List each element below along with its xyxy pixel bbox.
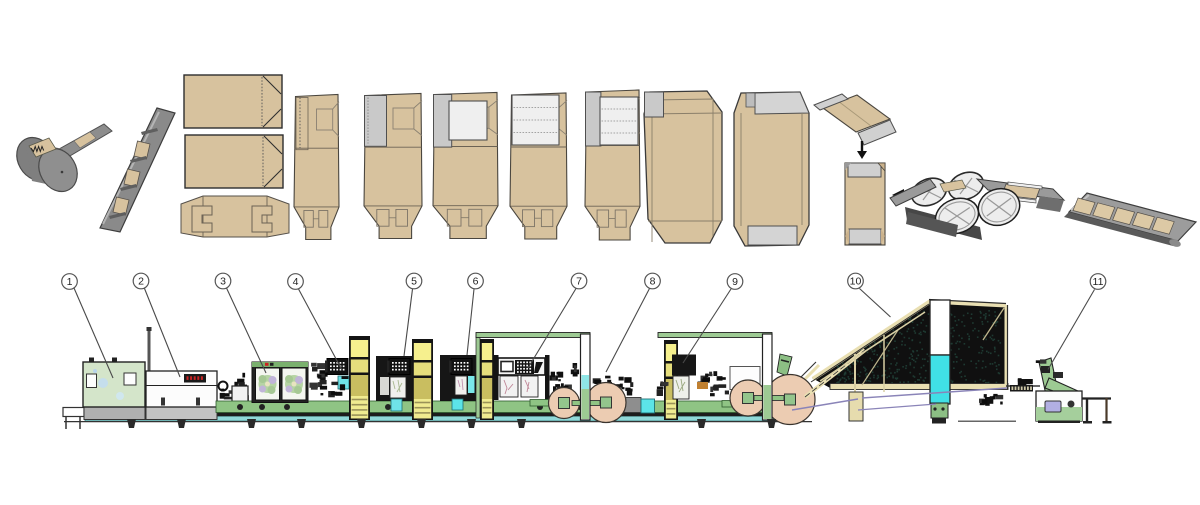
svg-text:3: 3 [220, 276, 226, 288]
svg-text:7: 7 [576, 276, 582, 288]
svg-text:11: 11 [1093, 276, 1104, 288]
svg-text:6: 6 [473, 276, 479, 288]
svg-text:9: 9 [732, 276, 738, 288]
svg-text:5: 5 [411, 276, 417, 288]
svg-text:2: 2 [138, 276, 144, 288]
svg-text:1: 1 [67, 276, 73, 288]
svg-text:4: 4 [293, 276, 299, 288]
svg-text:10: 10 [850, 276, 862, 288]
svg-text:8: 8 [650, 276, 656, 288]
